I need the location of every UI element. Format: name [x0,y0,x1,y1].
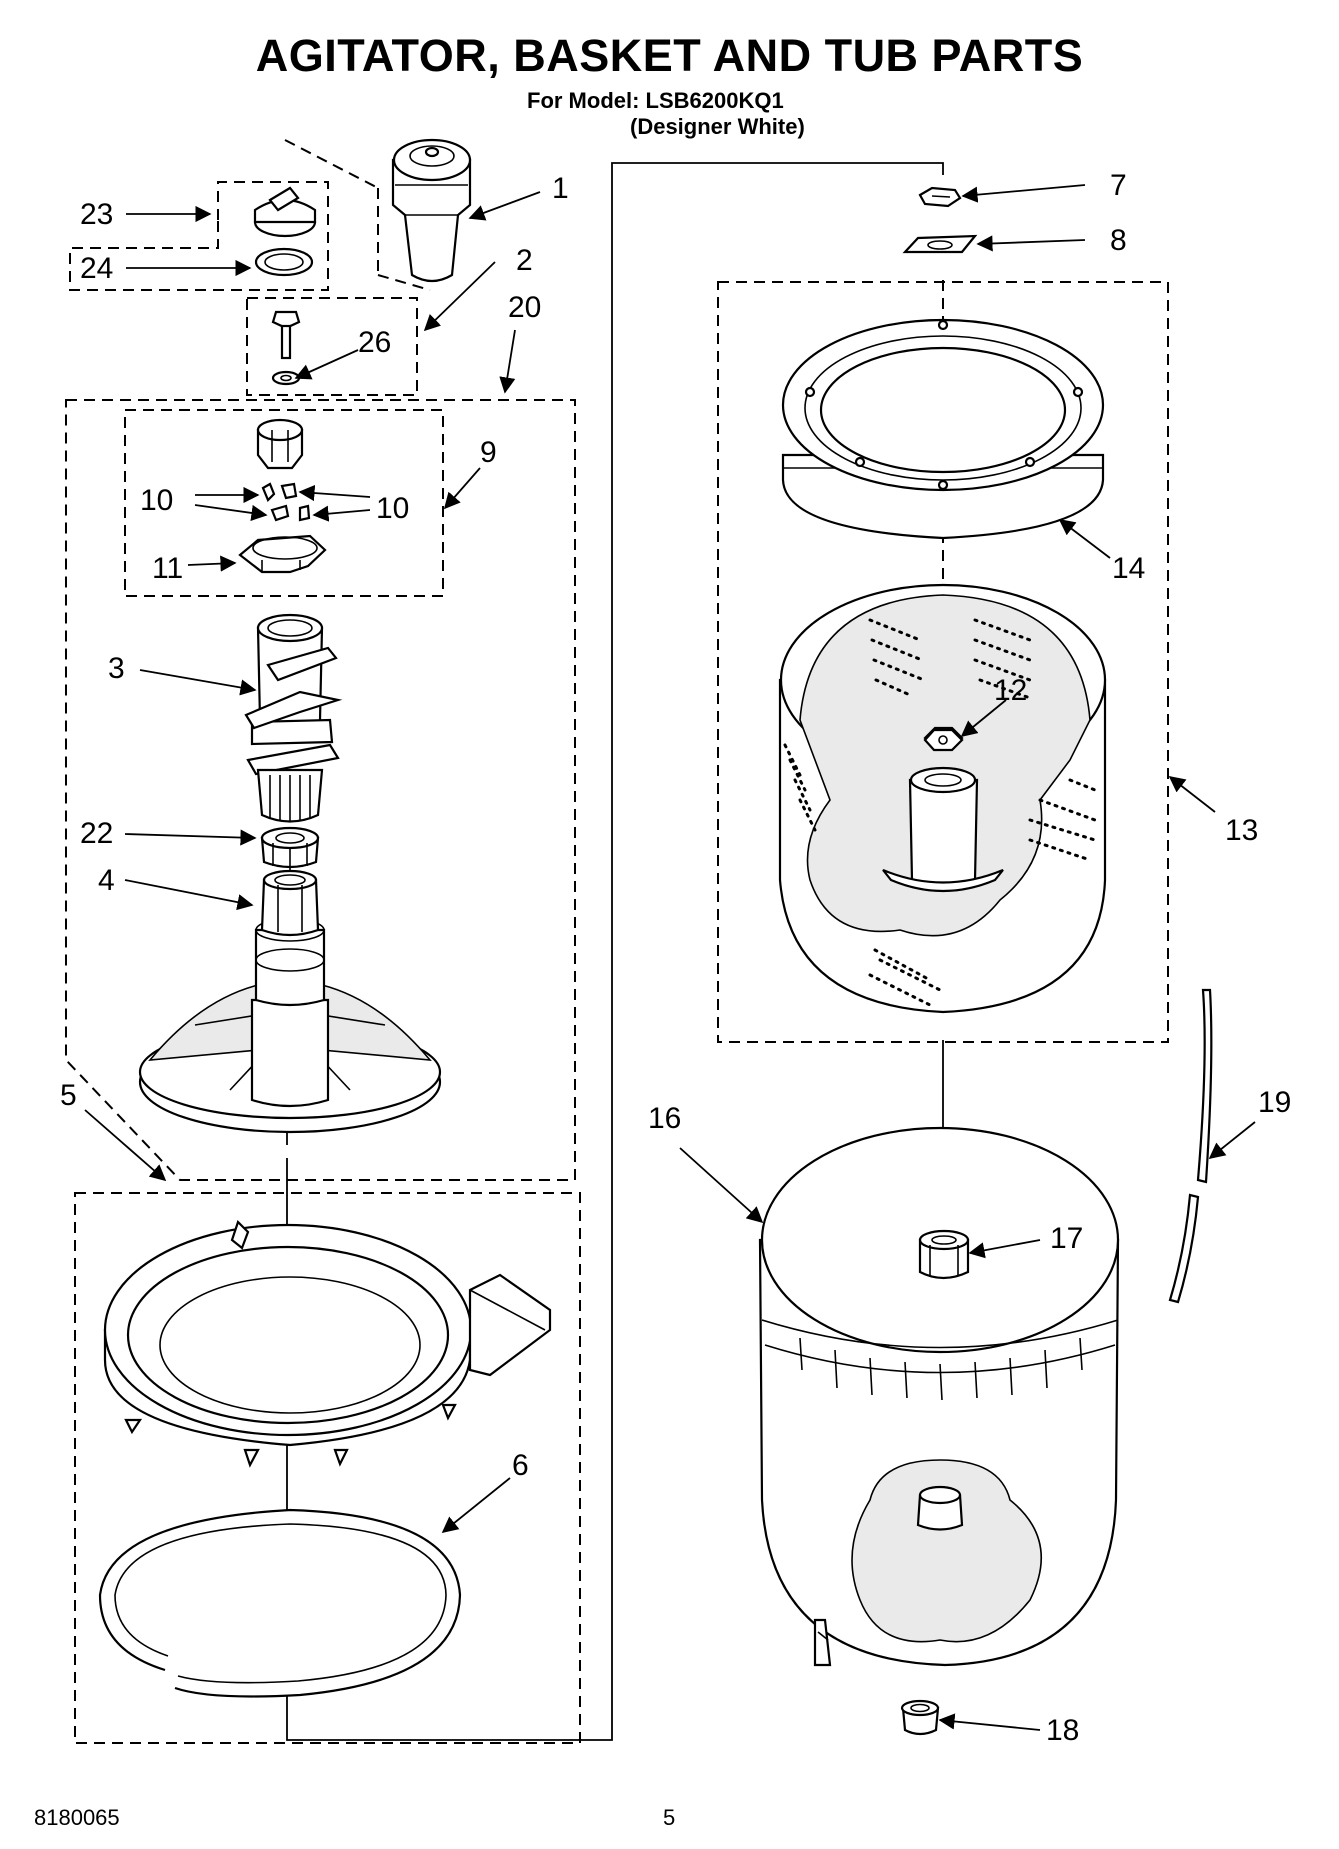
callout-16: 16 [648,1102,681,1135]
part-22-drive-bell [260,826,320,870]
part-24-seal-ring [254,247,314,277]
part-4-agitator-base [138,869,442,1134]
part-23-cap [253,186,317,238]
callout-2: 2 [516,244,533,277]
document-number: 8180065 [34,1805,120,1830]
part-3-agitator-auger [244,613,343,823]
callout-17: 17 [1050,1222,1083,1255]
part-19-hose [1168,988,1213,1304]
callout-10-left: 10 [140,484,173,517]
callout-6: 6 [512,1449,529,1482]
callout-5: 5 [60,1079,77,1112]
model-number: For Model: LSB6200KQ1 [527,88,784,113]
group-box-23 [69,181,329,291]
callout-9: 9 [480,436,497,469]
callout-12: 12 [994,674,1027,707]
callout-10-right: 10 [376,492,409,525]
group-box-2 [246,297,418,396]
group-box-13 [717,281,1169,1043]
callout-22: 22 [80,817,113,850]
group-box-5 [74,1192,581,1744]
callout-19: 19 [1258,1086,1291,1119]
callout-24: 24 [80,252,113,285]
callout-labels: 1 2 20 23 24 26 9 10 10 11 3 22 4 5 6 7 … [60,169,1291,1747]
callout-7: 7 [1110,169,1127,202]
part-8-plate [902,234,978,254]
part-1-dispenser-cup [391,138,472,283]
callout-13: 13 [1225,814,1258,847]
part-18-plug [900,1699,940,1736]
callout-26: 26 [358,326,391,359]
callout-8: 8 [1110,224,1127,257]
part-13-basket [778,583,1107,1014]
part-17-hub [918,1229,970,1280]
part-7-clip [918,186,962,208]
part-12-nut [923,728,964,752]
callout-3: 3 [108,652,125,685]
callout-14: 14 [1112,552,1145,585]
part-14-balance-ring [781,318,1105,540]
group-box-20 [65,399,576,1181]
part-26-bolt [271,310,301,386]
page-title: AGITATOR, BASKET AND TUB PARTS [255,30,1084,81]
model-variant: (Designer White) [630,114,805,139]
callout-4: 4 [98,864,115,897]
part-6-snap-ring [98,1508,462,1698]
callout-23: 23 [80,198,113,231]
callout-18: 18 [1046,1714,1079,1747]
page-number: 5 [663,1805,676,1830]
callout-1: 1 [552,172,569,205]
part-5-tub-ring [103,1219,552,1468]
part-9-cam-assembly [238,418,327,574]
group-boxes [65,181,1169,1744]
callout-11: 11 [152,552,183,585]
part-16-outer-tub [758,1126,1120,1667]
callout-20: 20 [508,291,541,324]
leader-arrows [84,184,1256,1731]
